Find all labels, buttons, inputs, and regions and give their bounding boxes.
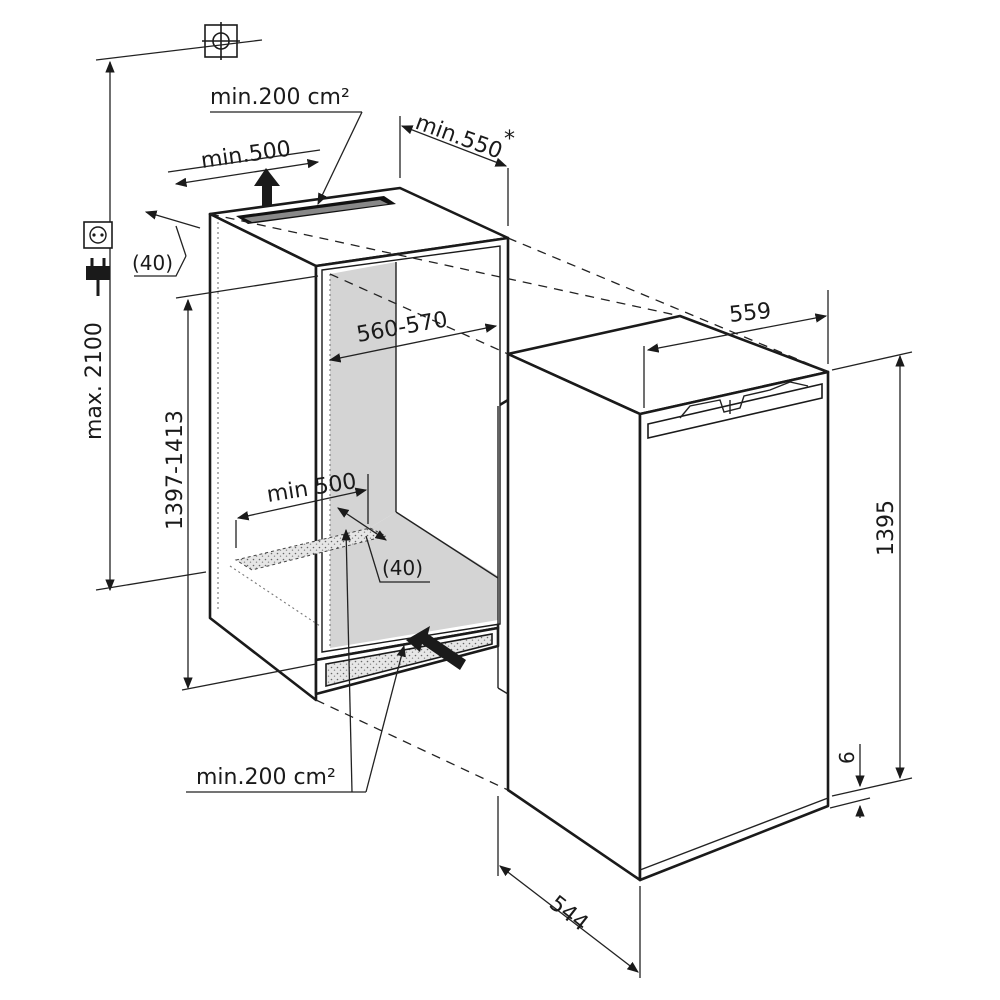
niche-depth-label: min.550 [412,110,506,164]
dim-appliance-width-line [646,313,828,353]
fridge-appliance [497,314,830,882]
dim-top-clearance-line [174,158,320,188]
plug-symbol-icon [86,258,110,296]
vent-top-area-label: min.200 cm² [210,85,350,110]
dim-bottom-clearance-line [236,487,368,521]
bottom-offset-label: (40) [382,556,423,580]
vent-bottom-area-label: min.200 cm² [196,765,336,790]
airflow-inlet-arrow-icon [406,626,466,670]
max-height-label: max. 2100 [82,322,107,440]
fridge-side [506,352,642,882]
socket-symbol-icon [83,221,113,249]
dim-appliance-depth-line [499,865,639,973]
appliance-width-label: 559 [728,299,772,328]
top-offset-label: (40) [132,251,173,275]
appliance-height-label: 1395 [874,500,899,556]
dim-niche-width-line [328,323,498,363]
fridge-door [638,370,830,882]
plinth-gap-label: 6 [835,751,859,764]
niche-height-label: 1397-1413 [163,410,188,530]
cabinet-side-panel [208,212,318,702]
water-tap-symbol-icon [202,22,240,60]
niche-depth-note: * [504,127,515,152]
door-handle-trim [647,382,823,440]
niche-cabinet [208,186,510,702]
appliance-depth-label: 544 [544,891,592,937]
niche-floor [330,512,498,648]
dim-niche-depth-line [400,125,508,167]
airflow-up-arrow-icon [254,168,280,206]
